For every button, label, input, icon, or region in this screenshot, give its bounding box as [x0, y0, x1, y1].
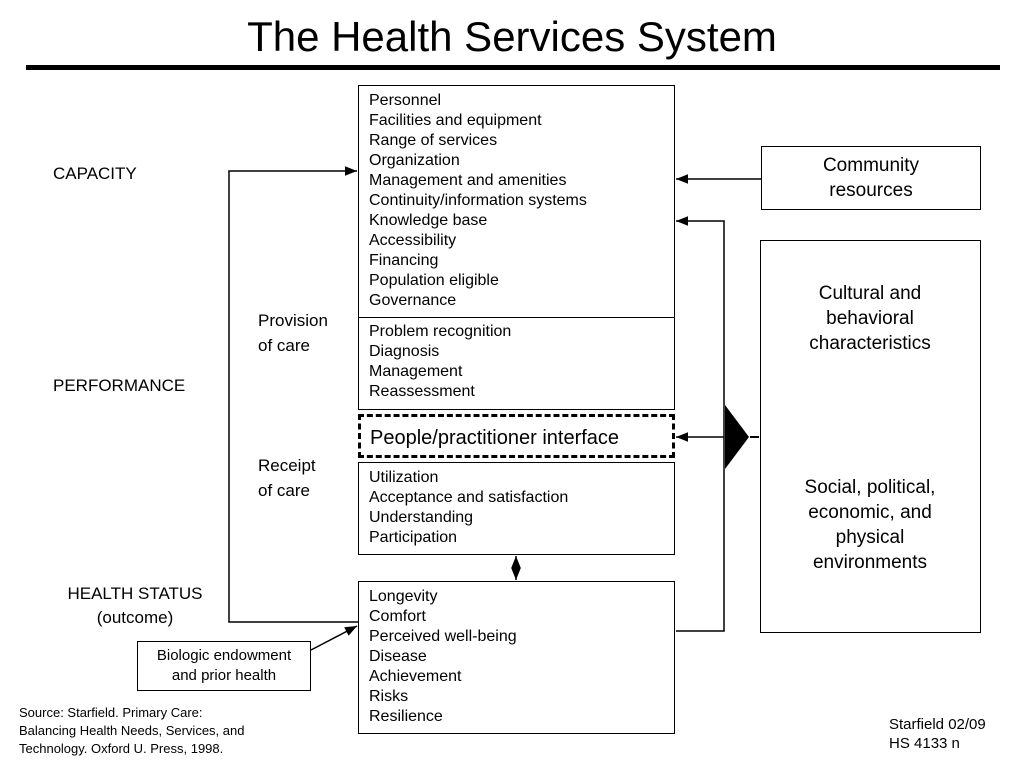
text-line: Balancing Health Needs, Services, and — [19, 723, 245, 738]
capacity-item: Accessibility — [369, 232, 457, 249]
receipt-sub-line: of care — [258, 481, 310, 500]
text-line: characteristics — [809, 333, 931, 354]
biologic-endowment-box: Biologic endowment and prior health — [137, 641, 311, 691]
biologic-arrow — [310, 625, 358, 651]
page-title: The Health Services System — [247, 13, 777, 60]
capacity-item: Financing — [369, 252, 439, 269]
health-status-item: Risks — [369, 688, 409, 705]
cultural-characteristics-label: Cultural and behavioral characteristics — [761, 281, 979, 356]
process-item: Diagnosis — [369, 343, 440, 360]
text-line: environments — [812, 552, 928, 573]
text-line: Technology. Oxford U. Press, 1998. — [19, 741, 224, 756]
receipt-of-care-label: Receipt of care — [258, 453, 316, 503]
health-status-item: Comfort — [369, 608, 426, 625]
process-item: Reassessment — [369, 383, 475, 400]
social-environments-label: Social, political, economic, and physical e… — [761, 475, 979, 575]
receipt-item: Utilization — [369, 469, 439, 486]
text-line: physical — [835, 527, 905, 548]
title-divider — [26, 65, 1000, 70]
capacity-item: Governance — [369, 292, 457, 309]
health-status-item: Disease — [369, 648, 427, 665]
capacity-item: Population eligible — [369, 272, 499, 289]
text-line: behavioral — [826, 308, 914, 329]
receipt-item: Participation — [369, 529, 458, 546]
text-line: HS 4133 n — [889, 735, 960, 752]
capacity-item: Management and amenities — [369, 172, 567, 189]
community-line-1: Community — [822, 155, 920, 176]
right-loop-arrow — [676, 216, 725, 632]
attribution: Starfield 02/09 HS 4133 n — [889, 715, 986, 753]
capacity-item: Personnel — [369, 92, 442, 109]
health-status-subtitle: (outcome) — [96, 608, 174, 627]
biologic-line-2: and prior health — [171, 667, 277, 684]
provision-sub-line: of care — [258, 336, 310, 355]
people-practitioner-interface-box: People/practitioner interface — [358, 414, 675, 458]
source-note: Source: Starfield. Primary Care: Balancin… — [19, 704, 244, 758]
text-line: Source: Starfield. Primary Care: — [19, 705, 203, 720]
health-status-item: Longevity — [369, 588, 438, 605]
capacity-item: Facilities and equipment — [369, 112, 542, 129]
community-resources-box: Community resources — [761, 146, 981, 210]
receipt-item: Understanding — [369, 509, 474, 526]
process-item: Problem recognition — [369, 323, 512, 340]
health-status-title: HEALTH STATUS — [67, 584, 203, 603]
capacity-item: Range of services — [369, 132, 498, 149]
health-status-item: Achievement — [369, 668, 462, 685]
performance-label: PERFORMANCE — [53, 376, 186, 395]
capacity-item: Organization — [369, 152, 460, 169]
capacity-item: Continuity/information systems — [369, 192, 587, 209]
health-status-item: Perceived well-being — [369, 628, 517, 645]
process-item: Management — [369, 363, 463, 380]
health-status-label: HEALTH STATUS (outcome) — [50, 582, 220, 630]
health-status-item: Resilience — [369, 708, 443, 725]
text-line: economic, and — [808, 502, 932, 523]
receipt-item: Acceptance and satisfaction — [369, 489, 569, 506]
capacity-item: Knowledge base — [369, 212, 488, 229]
outcome-feedback-arrow — [228, 166, 358, 623]
environment-box: Cultural and behavioral characteristics So… — [760, 240, 981, 633]
capacity-label: CAPACITY — [53, 164, 137, 183]
text-line: Starfield 02/09 — [889, 716, 986, 733]
biologic-line-1: Biologic endowment — [156, 647, 292, 664]
receipt-line: Receipt — [258, 456, 316, 475]
community-line-2: resources — [829, 180, 913, 201]
environment-wedge — [725, 405, 749, 469]
provision-line: Provision — [258, 311, 328, 330]
provision-of-care-label: Provision of care — [258, 308, 328, 358]
text-line: Social, political, — [804, 477, 936, 498]
text-line: Cultural and — [818, 283, 922, 304]
